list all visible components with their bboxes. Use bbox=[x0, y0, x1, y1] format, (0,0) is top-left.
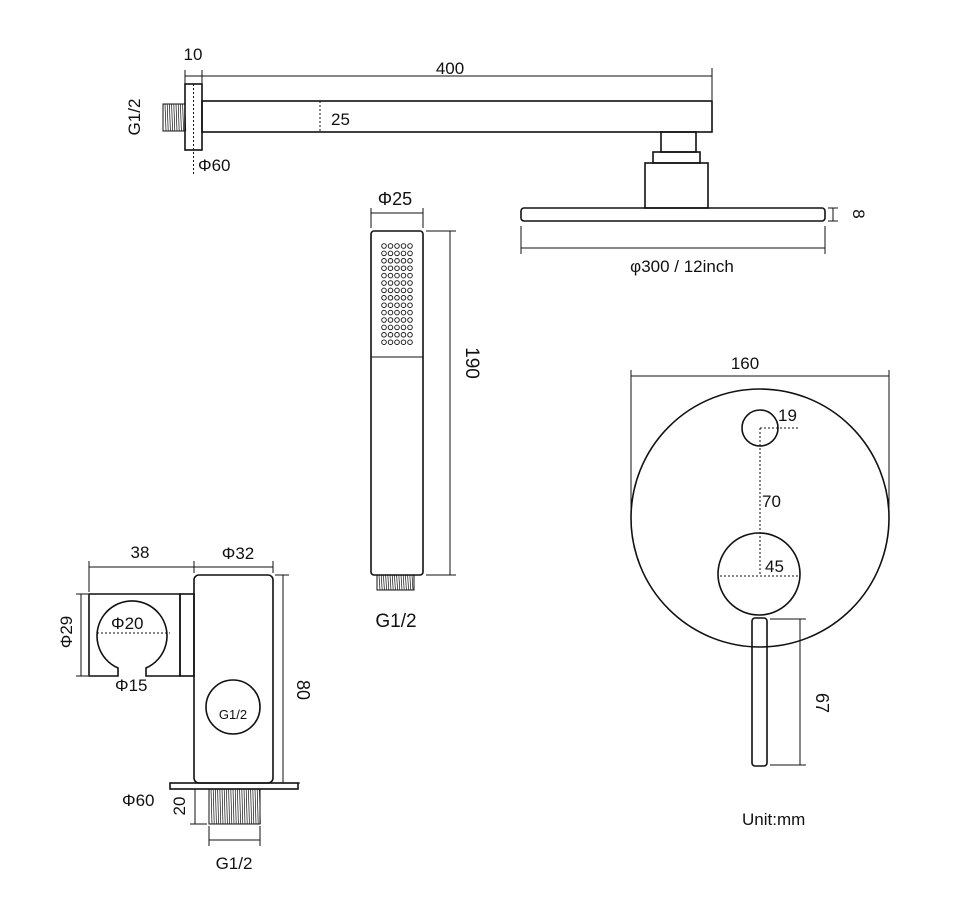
outlet-port bbox=[205, 679, 261, 735]
head-plate bbox=[520, 207, 826, 222]
cradle-diameter-label: Φ20 bbox=[111, 614, 143, 633]
mixer-lever bbox=[751, 617, 768, 767]
hand-shower-thread-label: G1/2 bbox=[375, 611, 416, 632]
head-thickness-label: 8 bbox=[849, 209, 868, 218]
hand-shower: Φ25 190 G1/2 bbox=[370, 189, 482, 632]
hand-shower-thread bbox=[376, 574, 415, 591]
slot-diameter-label: Φ15 bbox=[115, 676, 147, 695]
lever-length-label: 67 bbox=[812, 693, 832, 713]
head-connector bbox=[644, 162, 709, 209]
head-neck-upper bbox=[660, 131, 697, 153]
handle-diameter-label: 45 bbox=[765, 557, 784, 576]
outlet-thread-label: G1/2 bbox=[219, 707, 247, 722]
shower-arm: 10 400 25 G1/2 Φ60 bbox=[125, 45, 713, 175]
arm-height-label: 25 bbox=[331, 110, 350, 129]
inlet-thread-label: G1/2 bbox=[216, 854, 253, 873]
outlet-nipple bbox=[208, 788, 261, 825]
center-distance-label: 70 bbox=[762, 492, 781, 511]
mixer-plate bbox=[630, 388, 890, 648]
head-diameter-label: φ300 / 12inch bbox=[630, 257, 734, 276]
holder-width-label: 38 bbox=[131, 543, 150, 562]
shower-head: 8 φ300 / 12inch bbox=[520, 131, 868, 276]
flange-diameter-label: Φ60 bbox=[122, 791, 154, 810]
outlet-body bbox=[193, 574, 274, 784]
cradle-height-label: Φ29 bbox=[57, 616, 76, 648]
outlet-flange bbox=[169, 782, 299, 790]
mixer-valve: 160 19 70 45 67 bbox=[630, 354, 890, 767]
holder-height-label: 80 bbox=[293, 680, 313, 700]
outlet-diameter-label: Φ32 bbox=[222, 544, 254, 563]
spray-nozzle-grid bbox=[381, 243, 413, 345]
arm-length-label: 400 bbox=[436, 59, 464, 78]
arm-flange-label: Φ60 bbox=[198, 156, 230, 175]
wall-outlet-holder: 38 Φ32 Φ29 Φ20 Φ15 G1/2 80 20 Φ60 G1/2 bbox=[57, 543, 313, 873]
hand-shower-length-label: 190 bbox=[461, 347, 482, 379]
arm-tube bbox=[201, 100, 713, 133]
mixer-handle bbox=[717, 532, 801, 616]
arm-thickness-label: 10 bbox=[184, 45, 203, 64]
mixer-width-label: 160 bbox=[731, 354, 759, 373]
arm-thread-label: G1/2 bbox=[125, 99, 144, 136]
diverter-diameter-label: 19 bbox=[778, 406, 797, 425]
nipple-length-label: 20 bbox=[170, 797, 189, 816]
unit-note: Unit:mm bbox=[742, 810, 805, 829]
hand-shower-diameter-label: Φ25 bbox=[378, 189, 412, 209]
hand-shower-body bbox=[370, 230, 424, 576]
holder-cradle bbox=[88, 593, 181, 677]
